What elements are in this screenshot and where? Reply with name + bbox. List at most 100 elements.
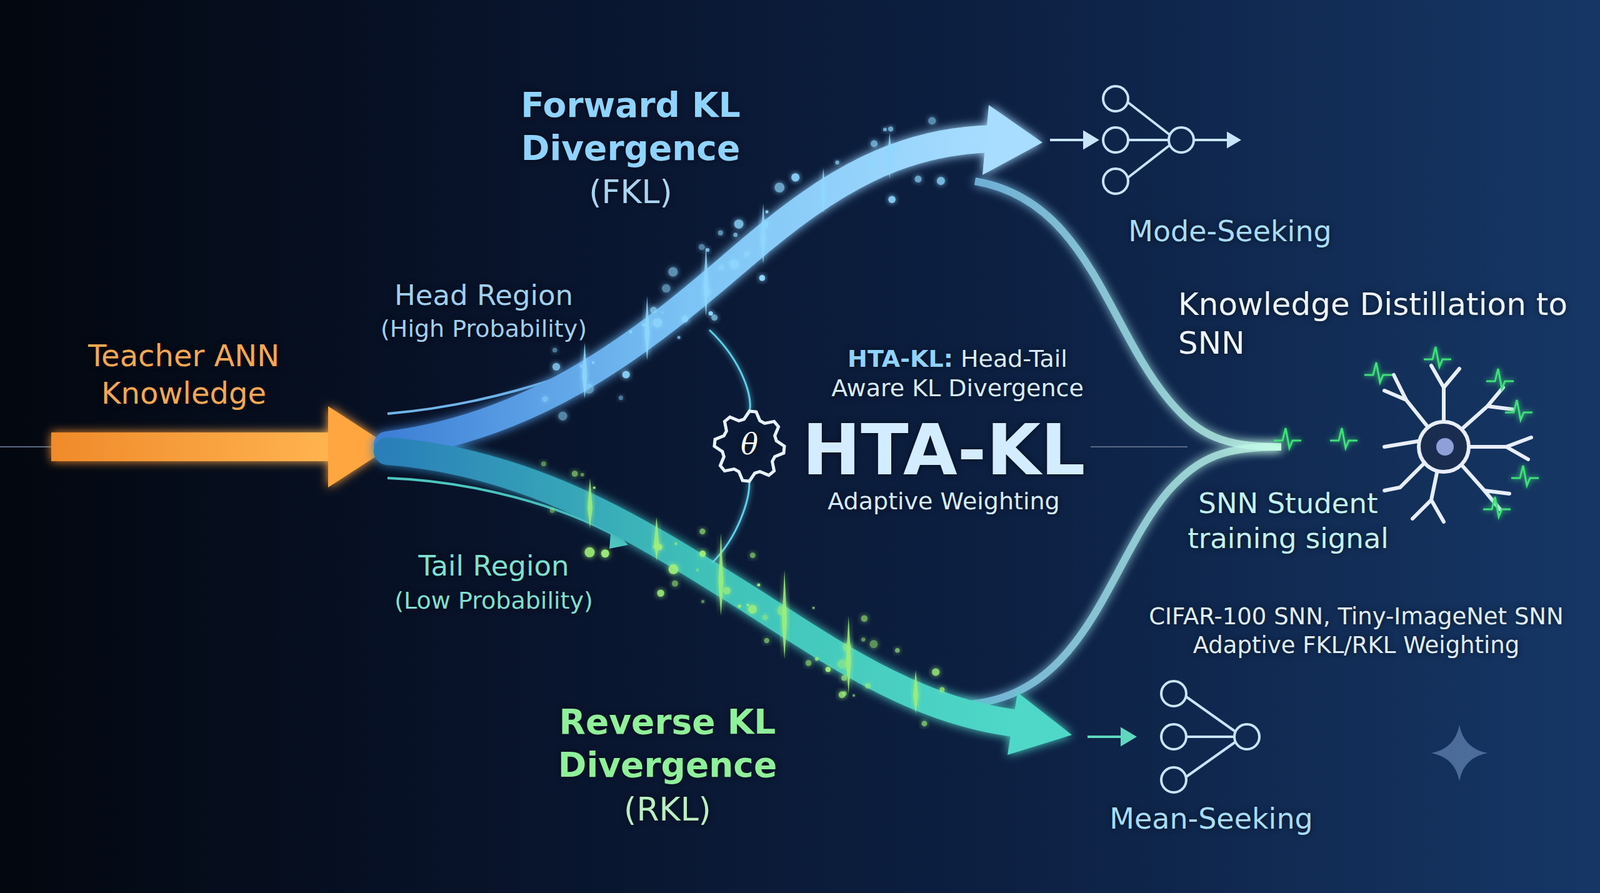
signal-label: SNN Student training signal xyxy=(1166,486,1410,557)
spike-mark xyxy=(820,168,826,213)
particle xyxy=(812,606,815,610)
particle xyxy=(774,182,785,193)
particle xyxy=(852,694,855,697)
particle xyxy=(622,370,630,379)
particle xyxy=(738,605,742,609)
gear-symbol xyxy=(714,411,785,482)
particle xyxy=(867,160,875,169)
particle xyxy=(729,259,739,269)
spike-icon xyxy=(1273,428,1302,449)
particle xyxy=(838,691,846,699)
spike-mark xyxy=(644,296,650,360)
particle xyxy=(674,542,678,546)
particle xyxy=(591,361,595,364)
particle xyxy=(815,657,819,662)
particle xyxy=(734,219,744,229)
spike-mark xyxy=(718,533,724,616)
particle xyxy=(699,550,706,557)
region-note: (High Probability) xyxy=(352,314,615,345)
spike-mark xyxy=(703,246,709,317)
spike-mark xyxy=(886,132,892,179)
particle xyxy=(883,127,887,132)
behavior-label: Mode-Seeking xyxy=(1117,213,1343,250)
particle xyxy=(650,306,657,314)
particle xyxy=(733,232,738,237)
particle xyxy=(668,266,678,277)
divergence-title: Reverse KL Divergence xyxy=(523,700,812,787)
source-label: Teacher ANN Knowledge xyxy=(65,336,303,412)
particle xyxy=(580,473,585,477)
region-label: Head Region xyxy=(358,278,609,314)
particle xyxy=(861,637,866,642)
particle xyxy=(661,284,670,293)
divergence-abbrev: (FKL) xyxy=(536,171,725,213)
particle xyxy=(759,275,766,282)
particle xyxy=(659,545,663,549)
particle xyxy=(541,396,548,402)
particle xyxy=(805,660,812,667)
particle xyxy=(895,648,900,654)
particle xyxy=(837,659,847,669)
particle xyxy=(552,347,558,353)
particle xyxy=(939,687,945,693)
particle xyxy=(698,243,705,250)
particle xyxy=(765,210,769,214)
particle xyxy=(668,564,679,575)
region-note: (Low Probability) xyxy=(362,586,625,617)
behavior-label: Mean-Seeking xyxy=(1098,801,1324,838)
particle xyxy=(835,160,840,165)
parameter-symbol: θ xyxy=(730,426,769,464)
particle xyxy=(699,528,705,535)
particle xyxy=(593,486,596,489)
method-name: HTA-KL xyxy=(781,406,1107,494)
particle xyxy=(656,590,664,597)
particle xyxy=(618,395,624,400)
method-note: Adaptive Weighting xyxy=(812,486,1075,517)
particle xyxy=(681,315,689,323)
particle xyxy=(541,461,547,467)
dataset-note: CIFAR-100 SNN, Tiny-ImageNet SNN Adaptiv… xyxy=(1125,602,1588,661)
particle xyxy=(865,683,871,689)
spike-icon xyxy=(1483,496,1511,517)
spike-icon xyxy=(1505,400,1533,420)
particle xyxy=(915,175,922,183)
spike-mark xyxy=(760,203,766,264)
spike-mark xyxy=(587,478,593,528)
particle xyxy=(571,470,579,477)
particle xyxy=(750,552,756,559)
spike-icon xyxy=(1364,362,1392,383)
particle xyxy=(870,640,879,649)
particle xyxy=(552,363,560,371)
particle xyxy=(762,615,769,621)
particle xyxy=(756,583,760,587)
spike-mark xyxy=(653,517,659,561)
particle xyxy=(921,720,928,727)
particle xyxy=(841,675,847,681)
spike-mark xyxy=(781,570,787,659)
spike-icon xyxy=(1486,368,1514,389)
particle xyxy=(718,265,724,270)
particle xyxy=(870,140,878,147)
particle xyxy=(764,638,770,644)
particle xyxy=(671,580,679,587)
divergence-abbrev: (RKL) xyxy=(573,789,762,830)
particle xyxy=(677,336,681,340)
particle xyxy=(890,145,897,152)
particle xyxy=(718,230,724,236)
particle xyxy=(661,311,664,314)
particle xyxy=(558,411,567,421)
particle xyxy=(743,251,750,257)
particle xyxy=(861,615,868,622)
particle xyxy=(791,173,800,182)
particle xyxy=(825,666,832,673)
spike-icon xyxy=(1511,465,1539,486)
particle xyxy=(701,600,705,604)
particle xyxy=(584,547,595,558)
region-label: Tail Region xyxy=(368,548,619,584)
particle xyxy=(936,176,945,185)
particle xyxy=(888,126,894,132)
particle xyxy=(708,311,714,316)
particle xyxy=(696,568,699,572)
spike-mark xyxy=(846,616,852,694)
